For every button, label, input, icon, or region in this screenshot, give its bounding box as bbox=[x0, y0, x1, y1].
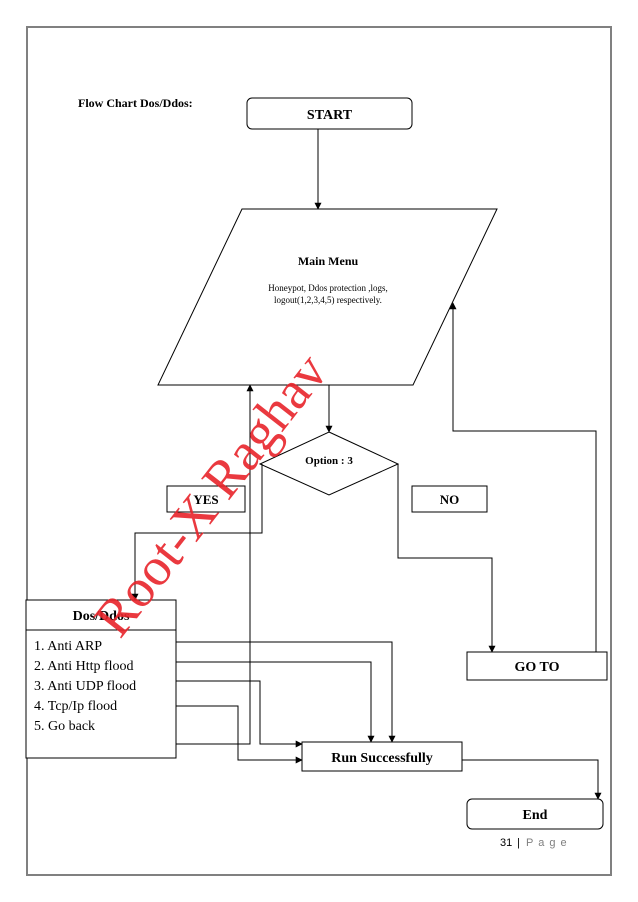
no-label: NO bbox=[440, 492, 460, 507]
arrow-run-to-end bbox=[462, 759, 602, 800]
main-menu-line1: Honeypot, Ddos protection ,logs, bbox=[268, 283, 388, 293]
run-node: Run Successfully bbox=[301, 741, 463, 772]
no-label-box: NO bbox=[411, 485, 488, 513]
start-node: START bbox=[246, 97, 413, 130]
dos-menu-title: Dos/Ddos bbox=[73, 609, 130, 624]
yes-label: YES bbox=[193, 492, 218, 507]
dos-item-anti-udp: 3. Anti UDP flood bbox=[34, 679, 136, 694]
end-label: End bbox=[523, 808, 548, 823]
page-number: 31 bbox=[500, 837, 512, 849]
arrow-http-to-run bbox=[176, 661, 375, 743]
page-border bbox=[26, 26, 612, 876]
arrow-goback-to-menu bbox=[176, 384, 254, 745]
main-menu-title: Main Menu bbox=[298, 254, 359, 268]
arrow-goto-to-menu bbox=[449, 302, 597, 652]
arrow-udp-to-run bbox=[176, 680, 303, 748]
main-menu-node: Main Menu Honeypot, Ddos protection ,log… bbox=[157, 208, 498, 386]
start-label: START bbox=[307, 108, 353, 123]
page-footer: 31 | P a g e bbox=[500, 837, 568, 849]
goto-label: GO TO bbox=[514, 660, 559, 675]
page-word: P a g e bbox=[526, 837, 568, 849]
dos-item-anti-arp: 1. Anti ARP bbox=[34, 639, 102, 654]
decision-label: Option : 3 bbox=[305, 455, 353, 467]
dos-menu-node: Dos/Ddos 1. Anti ARP 2. Anti Http flood … bbox=[25, 599, 177, 759]
dos-item-anti-http: 2. Anti Http flood bbox=[34, 659, 134, 674]
dos-item-go-back: 5. Go back bbox=[34, 719, 95, 734]
page-separator: | bbox=[517, 837, 520, 849]
run-label: Run Successfully bbox=[331, 751, 433, 766]
goto-node: GO TO bbox=[466, 651, 608, 681]
watermark-text: Root-X Raghav bbox=[82, 342, 339, 647]
arrow-yes-to-dos bbox=[131, 464, 263, 601]
main-menu-line2: logout(1,2,3,4,5) respectively. bbox=[274, 295, 382, 305]
end-node: End bbox=[466, 798, 604, 830]
yes-label-box: YES bbox=[166, 485, 246, 513]
page-heading: Flow Chart Dos/Ddos: bbox=[78, 96, 193, 110]
arrow-no-to-goto bbox=[397, 464, 496, 653]
dos-item-tcpip: 4. Tcp/Ip flood bbox=[34, 699, 117, 714]
arrow-arp-to-run bbox=[176, 641, 396, 743]
arrow-tcpip-to-run bbox=[176, 705, 303, 764]
decision-node: Option : 3 bbox=[258, 431, 400, 496]
